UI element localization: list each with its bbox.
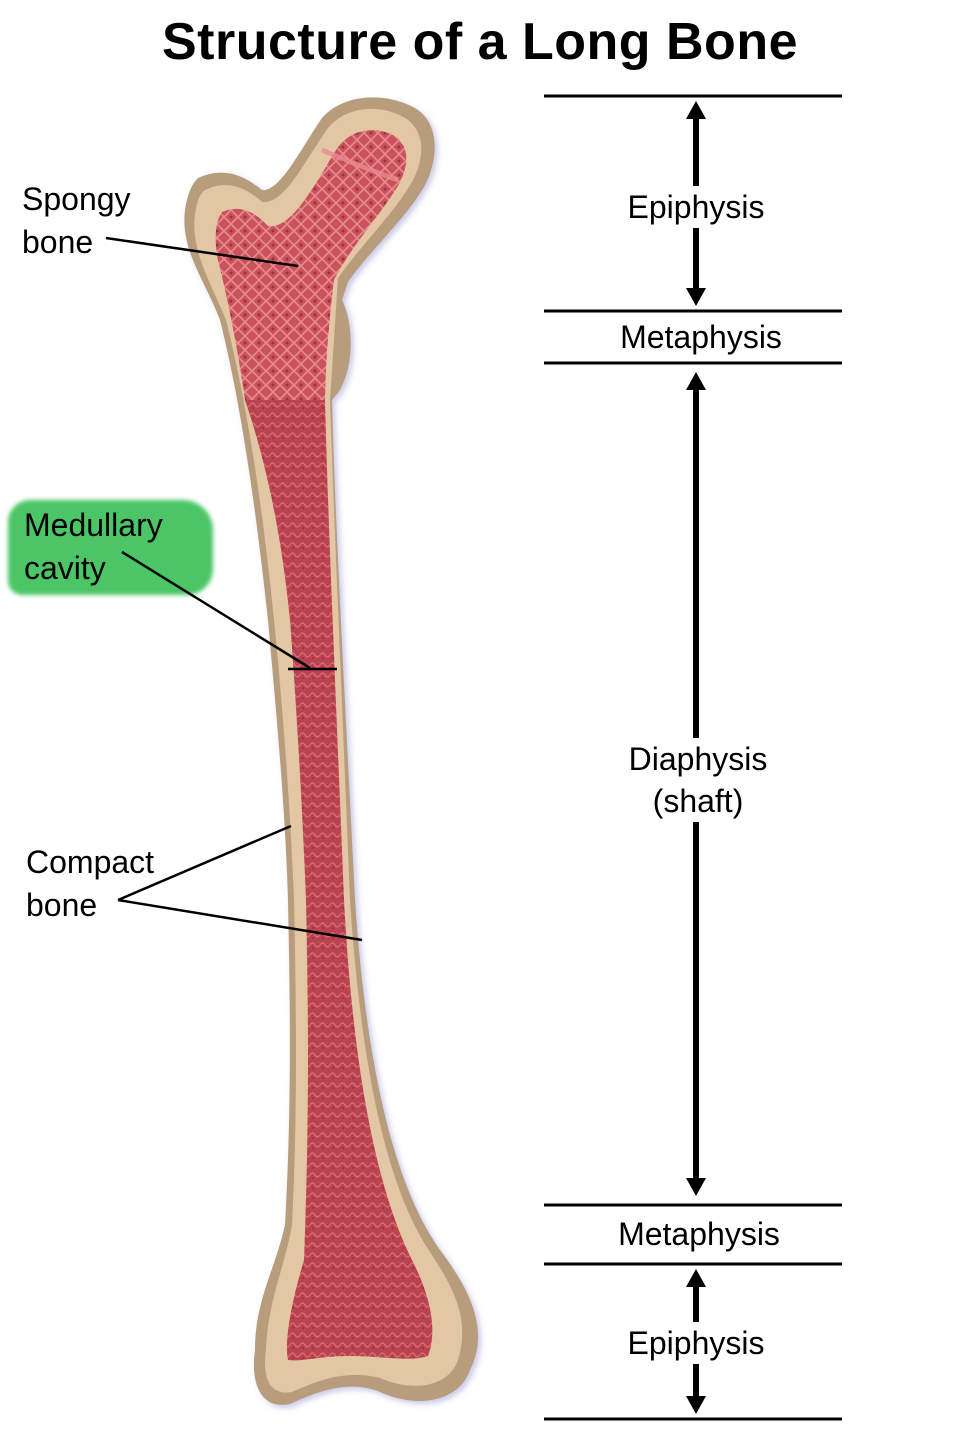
diagram-title: Structure of a Long Bone — [162, 13, 798, 71]
zone-dividers — [544, 94, 842, 1421]
spongy-bone-region — [215, 130, 407, 401]
medullary-cavity-leader — [121, 550, 311, 670]
zone-top-epiphysis: Epiphysis — [610, 186, 782, 228]
zone-bottom-epiphysis: Epiphysis — [610, 1322, 782, 1364]
label-compact-bone: Compact bone — [26, 844, 155, 923]
medullary-cavity-region — [245, 400, 433, 1361]
compact-bone-leader-upper — [117, 824, 292, 902]
compact-bone-leader-lower — [117, 898, 363, 942]
zone-bottom-metaphysis: Metaphysis — [618, 1216, 780, 1252]
leader-lines — [105, 236, 363, 942]
label-medullary-cavity: Medullary cavity — [24, 507, 163, 586]
label-spongy-bone: Spongy bone — [22, 181, 131, 260]
spongy-bone-leader — [105, 236, 299, 268]
zone-diaphysis: Diaphysis (shaft) — [612, 738, 784, 822]
zone-top-metaphysis: Metaphysis — [620, 319, 782, 355]
medullary-cavity-highlight — [8, 500, 213, 595]
